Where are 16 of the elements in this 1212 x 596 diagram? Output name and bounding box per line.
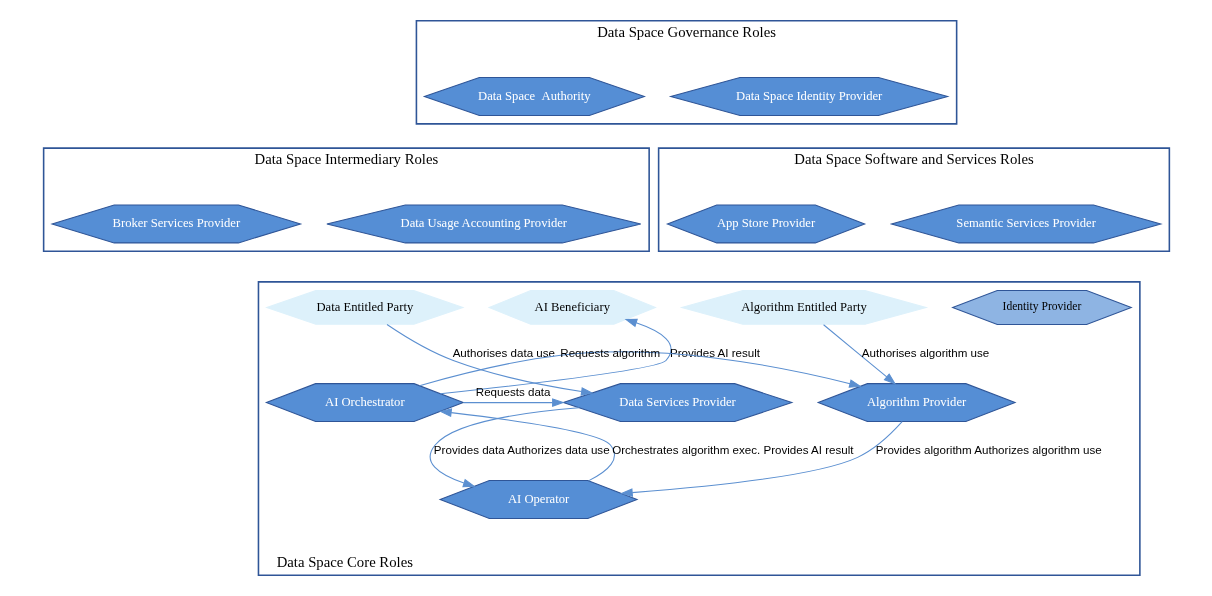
- edge-label: Provides algorithm Authorizes algorithm use: [875, 443, 1102, 456]
- arrow: [462, 398, 565, 408]
- arrow: [619, 421, 903, 497]
- arrow: [385, 324, 594, 396]
- edge-label: Provides data Authorizes data use: [433, 443, 610, 456]
- edge-label: Authorises algorithm use: [861, 347, 989, 360]
- edge-label: Orchestrates algorithm exec. Provides AI result: [611, 443, 854, 456]
- edge-label: Authorises data use: [452, 347, 555, 360]
- arrow: [429, 407, 579, 488]
- arrow: [822, 324, 896, 385]
- edge-label: Requests algorithm: [559, 347, 660, 360]
- arrow: [438, 408, 615, 482]
- arrow: [418, 351, 862, 388]
- edge-label: Provides AI result: [669, 347, 760, 360]
- arrow: [439, 318, 672, 395]
- edge-label: Requests data: [475, 386, 550, 399]
